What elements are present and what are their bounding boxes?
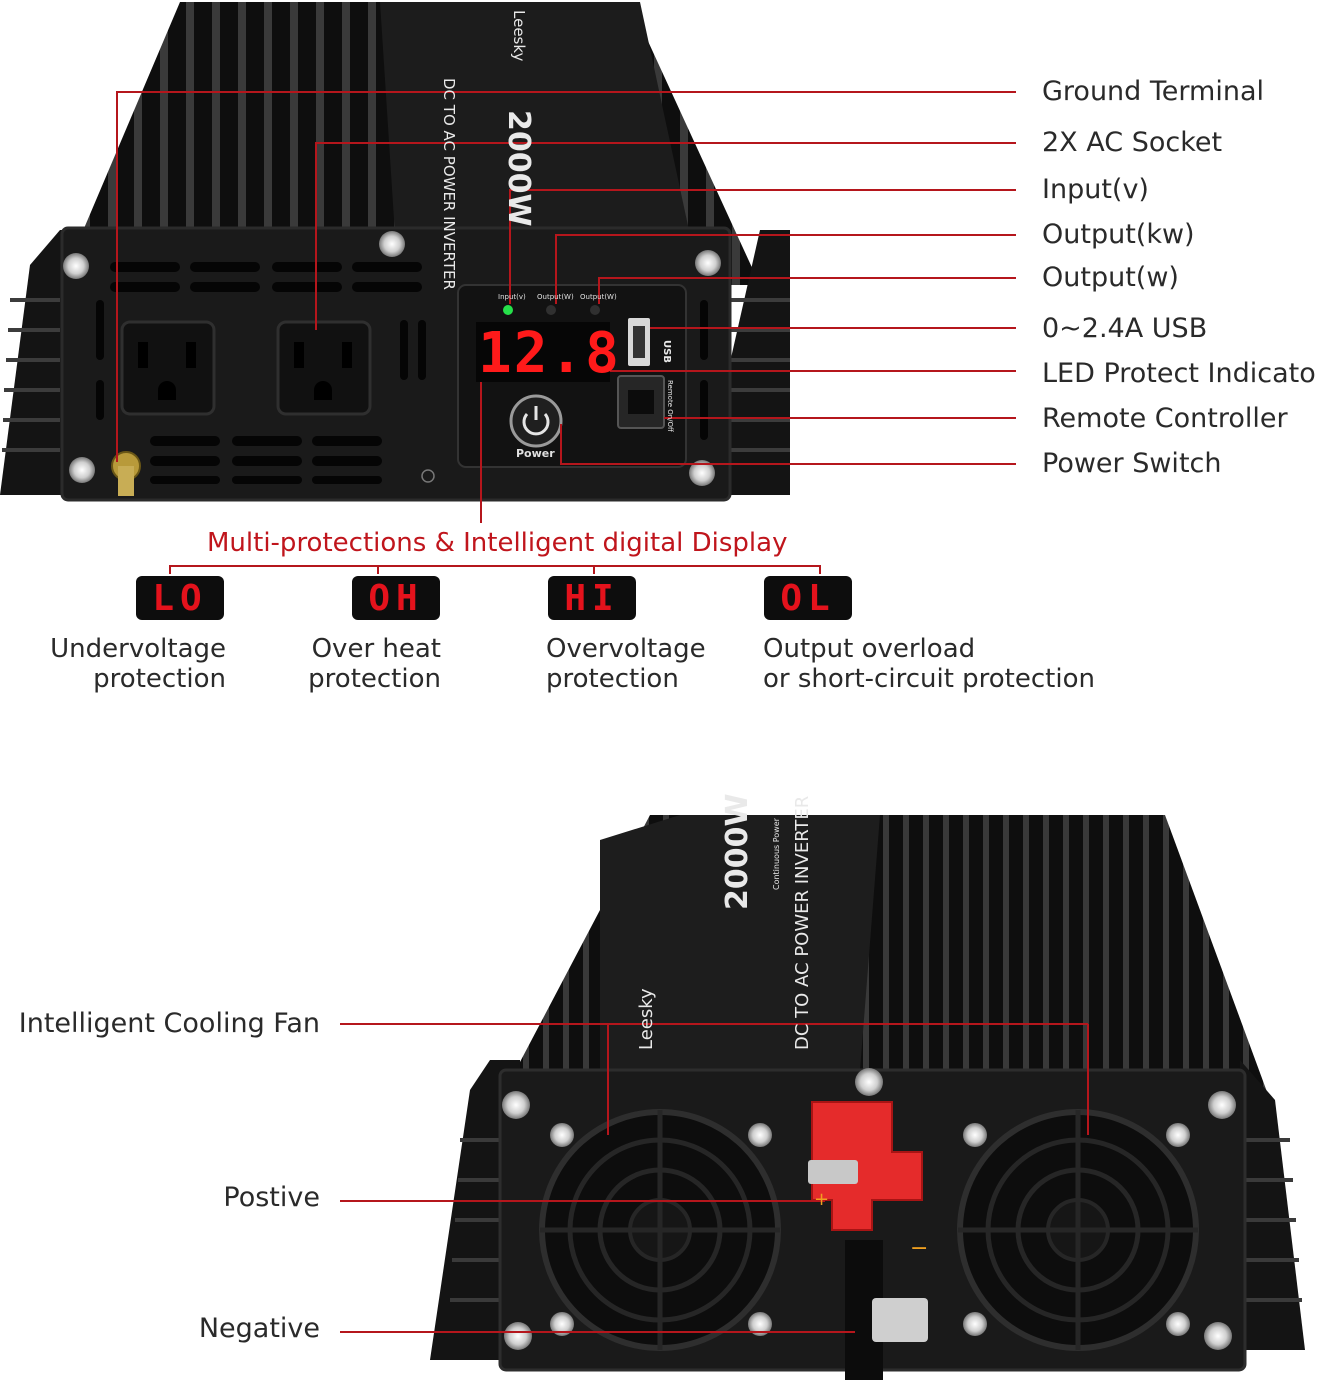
callout-usb: 0~2.4A USB [1042,313,1208,344]
positive-terminal-cover [811,1101,923,1231]
remote-label: Remote On/Off [666,380,674,432]
negative-bolt [872,1298,928,1342]
bottom-wattage-text: 2000W [720,793,755,910]
indicator-label-output-w: Output(W) [580,293,617,301]
code-hi: HI [564,577,620,619]
protection-line1: Overvoltage [546,634,706,664]
plus-sign: + [814,1189,830,1210]
top-label-plate [380,2,690,235]
output-w-indicator-led [590,305,600,315]
protection-line1: Output overload [763,634,976,664]
ac-socket-right [276,320,372,416]
protection-line2: protection [546,664,679,694]
power-button [509,394,563,448]
callout-power-switch: Power Switch [1042,448,1222,479]
fan-left [539,1109,781,1351]
bottom-label-plate [600,815,880,1070]
callout-positive: Postive [223,1182,320,1213]
display-section-title: Multi-protections & Intelligent digital … [207,528,788,558]
protection-overvoltage: Overvoltage protection [546,634,706,694]
display-readout: 12.8 [478,321,621,386]
protection-line2: protection [93,664,226,694]
ground-terminal [111,451,141,496]
bottom-inverter [430,815,1305,1380]
code-box-oh: OH [352,576,440,620]
top-vent-slots [96,262,708,484]
code-ol: OL [780,577,836,619]
callout-output-w: Output(w) [1042,262,1179,293]
protection-undervoltage: Undervoltage protection [20,634,226,694]
indicator-label-output-kw: Output(W) [537,293,574,301]
bottom-screws [502,1068,1236,1350]
top-screws [63,231,721,486]
protection-line1: Over heat [311,634,441,664]
callout-negative: Negative [198,1313,320,1344]
led-display [476,322,610,382]
callout-led-protect-indicator: LED Protect Indicator [1042,358,1318,389]
bottom-product-name: DC TO AC POWER INVERTER [792,795,813,1050]
protection-line2: protection [308,664,441,694]
continuous-power-text: Continuous Power [772,818,781,890]
ground-symbol-icon [421,469,435,483]
bottom-callout-lines [340,1023,1089,1333]
bottom-left-side-fins [430,1060,520,1360]
ac-socket-left [120,320,216,416]
code-box-ol: OL [764,576,852,620]
side-fin-lines [2,298,790,452]
indicator-label-input: Input(v) [498,293,526,301]
code-box-hi: HI [548,576,636,620]
callout-ac-socket: 2X AC Socket [1042,127,1223,158]
callout-remote-controller: Remote Controller [1042,403,1288,434]
top-wattage-text: 2000W [501,110,536,227]
code-lo: LO [152,577,208,619]
top-inverter [0,2,790,502]
power-label: Power [516,447,555,460]
input-indicator-led [503,305,513,315]
callout-cooling-fan: Intelligent Cooling Fan [18,1008,320,1039]
top-product-name: DC TO AC POWER INVERTER [440,78,458,290]
positive-bolt [808,1160,858,1184]
callout-ground-terminal: Ground Terminal [1042,76,1264,107]
usb-label: USB [661,340,672,363]
code-box-lo: LO [136,576,224,620]
top-callout-lines [116,91,1016,574]
bottom-right-side-fins [1240,1060,1305,1350]
fan-right [957,1109,1199,1351]
protection-overload: Output overload or short-circuit protect… [763,634,1095,694]
bottom-brand: Leesky [636,988,657,1050]
minus-sign: − [910,1236,929,1261]
protection-line1: Undervoltage [50,634,226,664]
callout-input-v: Input(v) [1042,174,1149,205]
protection-over-heat: Over heat protection [240,634,441,694]
protection-line2: or short-circuit protection [763,664,1095,694]
top-brand: Leesky [510,10,528,62]
callout-output-kw: Output(kw) [1042,219,1195,250]
output-kw-indicator-led [546,305,556,315]
code-oh: OH [368,577,424,619]
